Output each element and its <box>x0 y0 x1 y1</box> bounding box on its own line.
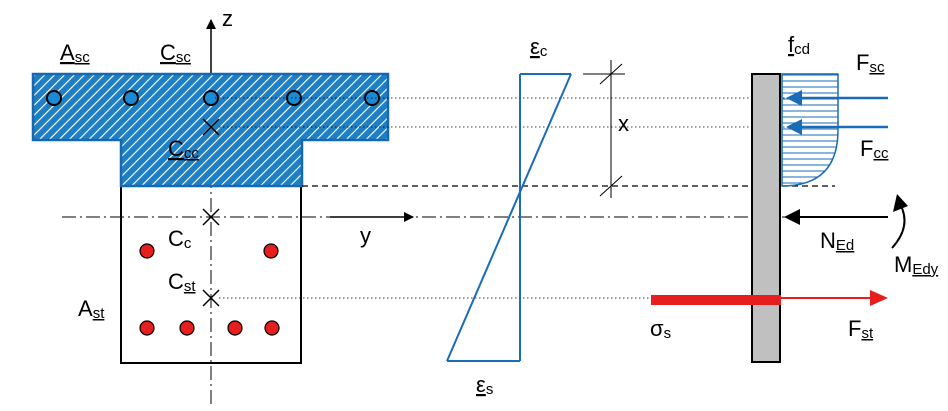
fst-arrowhead <box>870 290 888 306</box>
fcc-label: Fcc <box>860 136 889 162</box>
strain-diagram <box>446 73 572 362</box>
top-rebar <box>46 90 62 106</box>
bottom-rebar <box>139 243 155 259</box>
top-rebar <box>123 90 139 106</box>
bottom-rebar <box>179 320 195 336</box>
bottom-rebar <box>227 320 243 336</box>
centroid-markers <box>202 118 220 307</box>
ccc-label: Ccc <box>168 136 199 162</box>
cc-cross <box>202 208 220 226</box>
support-plate <box>751 73 781 363</box>
compression-force-arrows <box>786 90 888 135</box>
ned-arrowhead <box>784 209 800 225</box>
strain-steel-label: εs <box>476 372 493 398</box>
y-axis-label: y <box>360 223 371 248</box>
fst-label: Fst <box>848 316 874 342</box>
fsc-label: Fsc <box>856 50 885 76</box>
csc-label: Csc <box>160 40 191 66</box>
top-rebar <box>203 90 219 106</box>
bottom-rebar <box>263 243 279 259</box>
ccc-cross <box>202 118 220 136</box>
bottom-rebar <box>139 320 155 336</box>
neutral-axis-depth-dimension <box>583 60 625 198</box>
medy-label: MEdy <box>894 252 939 278</box>
top-rebar <box>286 90 302 106</box>
z-axis-label: z <box>222 6 233 31</box>
neutral-axis-depth-label: x <box>618 111 629 136</box>
medy-arrowhead <box>893 194 908 212</box>
strain-concrete-label: εc <box>530 34 548 60</box>
sigma-s-label: σs <box>650 316 671 342</box>
cst-cross <box>202 289 220 307</box>
concrete-stress-block <box>781 73 839 187</box>
cc-label: Cc <box>168 226 192 252</box>
steel-stress-bar <box>651 295 781 305</box>
bottom-rebars <box>139 243 280 336</box>
ned-label: NEd <box>820 228 854 254</box>
bottom-rebar <box>264 320 280 336</box>
ast-label: Ast <box>78 296 105 322</box>
fcd-label: fcd <box>788 32 810 58</box>
asc-label: Asc <box>60 40 90 66</box>
cst-label: Cst <box>168 269 196 295</box>
